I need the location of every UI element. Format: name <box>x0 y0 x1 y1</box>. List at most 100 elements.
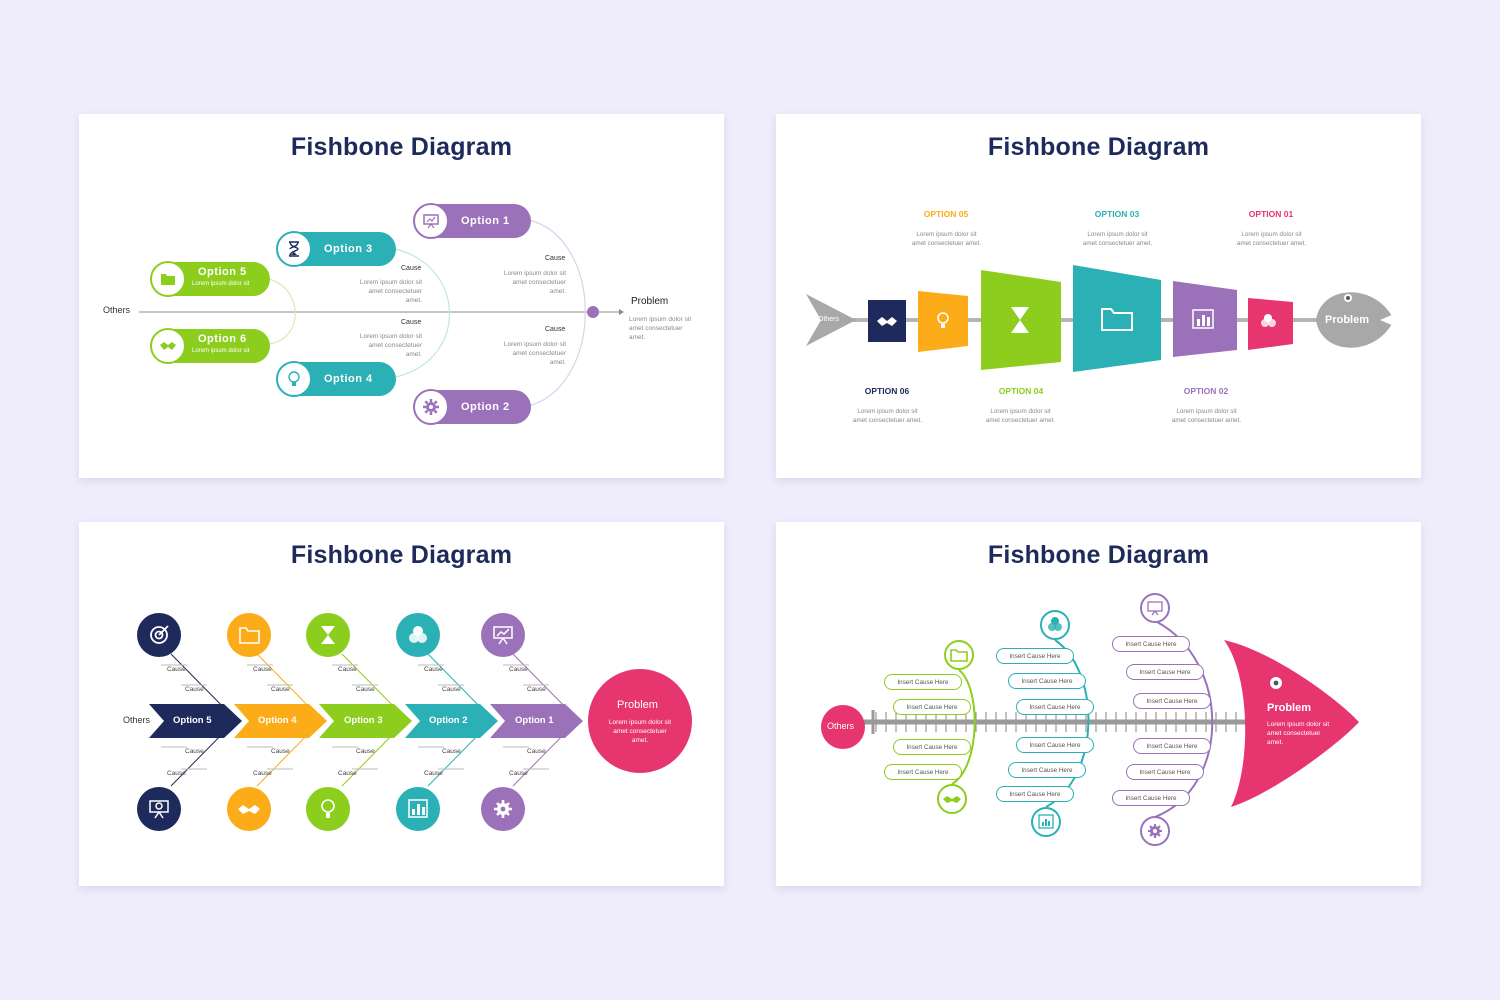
arrow-option-1[interactable]: Option 1 <box>515 715 554 726</box>
slide-3: Fishbone Diagram <box>79 522 724 886</box>
problem-label: Problem <box>1325 314 1370 326</box>
lightbulb-icon <box>937 312 949 328</box>
cause-box[interactable]: Insert Cause Here <box>1126 664 1204 680</box>
cause: Cause <box>356 686 375 693</box>
option-02-desc: Lorem ipsum dolor sit amet consectetuer … <box>1171 408 1242 424</box>
folder-icon <box>950 649 968 662</box>
cause: Cause <box>185 686 204 693</box>
problem-desc: Lorem ipsum dolor sit amet consectetuer … <box>1267 721 1330 746</box>
cause: Cause <box>271 748 290 755</box>
chart-icon <box>1038 814 1054 829</box>
presentation-icon <box>493 626 513 645</box>
cause-box[interactable]: Insert Cause Here <box>1016 737 1094 753</box>
presentation-icon <box>413 203 449 239</box>
option-04-label: OPTION 04 <box>998 386 1044 396</box>
cause-box[interactable]: Insert Cause Here <box>1008 673 1086 689</box>
cause-desc: Lorem ipsum dolor sit amet consectetuer … <box>503 341 566 366</box>
cause-box[interactable]: Insert Cause Here <box>1133 738 1211 754</box>
gear-icon <box>413 389 449 425</box>
handshake-icon <box>877 317 897 326</box>
folder-icon <box>150 261 186 297</box>
handshake-icon <box>943 796 961 803</box>
chart-icon <box>408 799 428 818</box>
option-3-pill[interactable]: Option 3 <box>276 231 396 267</box>
cause-box[interactable]: Insert Cause Here <box>996 648 1074 664</box>
cause-box[interactable]: Insert Cause Here <box>893 739 971 755</box>
presentation-icon <box>149 800 169 819</box>
cause-box[interactable]: Insert Cause Here <box>884 674 962 690</box>
option-sub: Lorem ipsum dolor sit <box>192 281 250 287</box>
option-5-pill[interactable]: Option 5 Lorem ipsum dolor sit <box>150 261 270 297</box>
cause-box[interactable]: Insert Cause Here <box>1112 636 1190 652</box>
option-05-desc: Lorem ipsum dolor sit amet consectetuer … <box>911 231 982 247</box>
cause-desc: Lorem ipsum dolor sit amet consectetuer … <box>359 279 422 304</box>
presentation-icon <box>1147 601 1163 616</box>
cause: Cause <box>509 770 528 777</box>
cause-box[interactable]: Insert Cause Here <box>884 764 962 780</box>
cause-box[interactable]: Insert Cause Here <box>1008 762 1086 778</box>
hourglass-icon <box>276 231 312 267</box>
lightbulb-icon <box>321 799 335 818</box>
option-2-pill[interactable]: Option 2 <box>413 389 531 425</box>
cause: Cause <box>185 748 204 755</box>
cause-box[interactable]: Insert Cause Here <box>1112 790 1190 806</box>
cause: Cause <box>356 748 375 755</box>
problem-label: Problem <box>631 296 669 307</box>
gear-icon <box>1148 824 1162 838</box>
folder-icon <box>239 627 260 644</box>
option-label: Option 1 <box>461 215 510 227</box>
slide-1: Fishbone Diagram Others Problem Lorem ip… <box>79 114 724 478</box>
arrow-option-4[interactable]: Option 4 <box>258 715 297 726</box>
option-4-pill[interactable]: Option 4 <box>276 361 396 397</box>
others-label: Others <box>123 715 151 725</box>
option-01-label: OPTION 01 <box>1248 209 1294 219</box>
option-03-label: OPTION 03 <box>1094 209 1140 219</box>
option-02-label: OPTION 02 <box>1183 386 1229 396</box>
slide-2: Fishbone Diagram Others Problem OPTION 0… <box>776 114 1421 478</box>
venn-icon <box>409 626 427 643</box>
slide-title: Fishbone Diagram <box>987 133 1210 161</box>
problem-desc: Lorem ipsum dolor sit amet consectetuer … <box>629 316 692 341</box>
folder-icon <box>1101 308 1133 331</box>
option-03-desc: Lorem ipsum dolor sit amet consectetuer … <box>1082 231 1153 247</box>
cause-box[interactable]: Insert Cause Here <box>1133 693 1211 709</box>
cause: Cause <box>442 686 461 693</box>
others-label: Others <box>818 316 840 323</box>
slide-4-fish <box>821 593 1359 846</box>
arrow-option-2[interactable]: Option 2 <box>429 715 468 726</box>
option-1-pill[interactable]: Option 1 <box>413 203 531 239</box>
cause-box[interactable]: Insert Cause Here <box>1016 699 1094 715</box>
arrow-option-3[interactable]: Option 3 <box>344 715 383 726</box>
slide-2-fish <box>806 265 1394 372</box>
cause-box[interactable]: Insert Cause Here <box>893 699 971 715</box>
cause: Cause <box>271 686 290 693</box>
slide-title: Fishbone Diagram <box>987 541 1210 569</box>
cause-box[interactable]: Insert Cause Here <box>996 786 1074 802</box>
cause: Cause <box>509 666 528 673</box>
slide-3-arrows <box>137 613 692 831</box>
cause-box[interactable]: Insert Cause Here <box>1126 764 1204 780</box>
arrow-option-5[interactable]: Option 5 <box>173 715 212 726</box>
chart-icon <box>1192 309 1214 329</box>
cause: Cause <box>338 770 357 777</box>
option-sub: Lorem ipsum dolor sit <box>192 348 250 354</box>
cause: Cause <box>253 666 272 673</box>
cause-label: Cause <box>545 255 566 262</box>
target-icon <box>150 625 169 644</box>
cause-label: Cause <box>401 265 422 272</box>
cause: Cause <box>338 666 357 673</box>
option-6-pill[interactable]: Option 6 Lorem ipsum dolor sit <box>150 328 270 364</box>
hourglass-icon <box>1011 307 1029 333</box>
cause: Cause <box>442 748 461 755</box>
option-label: Option 6 <box>198 333 247 345</box>
option-05-label: OPTION 05 <box>923 209 969 219</box>
handshake-icon <box>238 805 260 814</box>
option-label: Option 2 <box>461 401 510 413</box>
cause: Cause <box>167 770 186 777</box>
option-06-desc: Lorem ipsum dolor sit amet consectetuer … <box>852 408 923 424</box>
cause: Cause <box>424 770 443 777</box>
cause-desc: Lorem ipsum dolor sit amet consectetuer … <box>359 333 422 358</box>
venn-icon <box>1048 617 1062 631</box>
others-label: Others <box>103 305 131 315</box>
option-label: Option 4 <box>324 373 373 385</box>
